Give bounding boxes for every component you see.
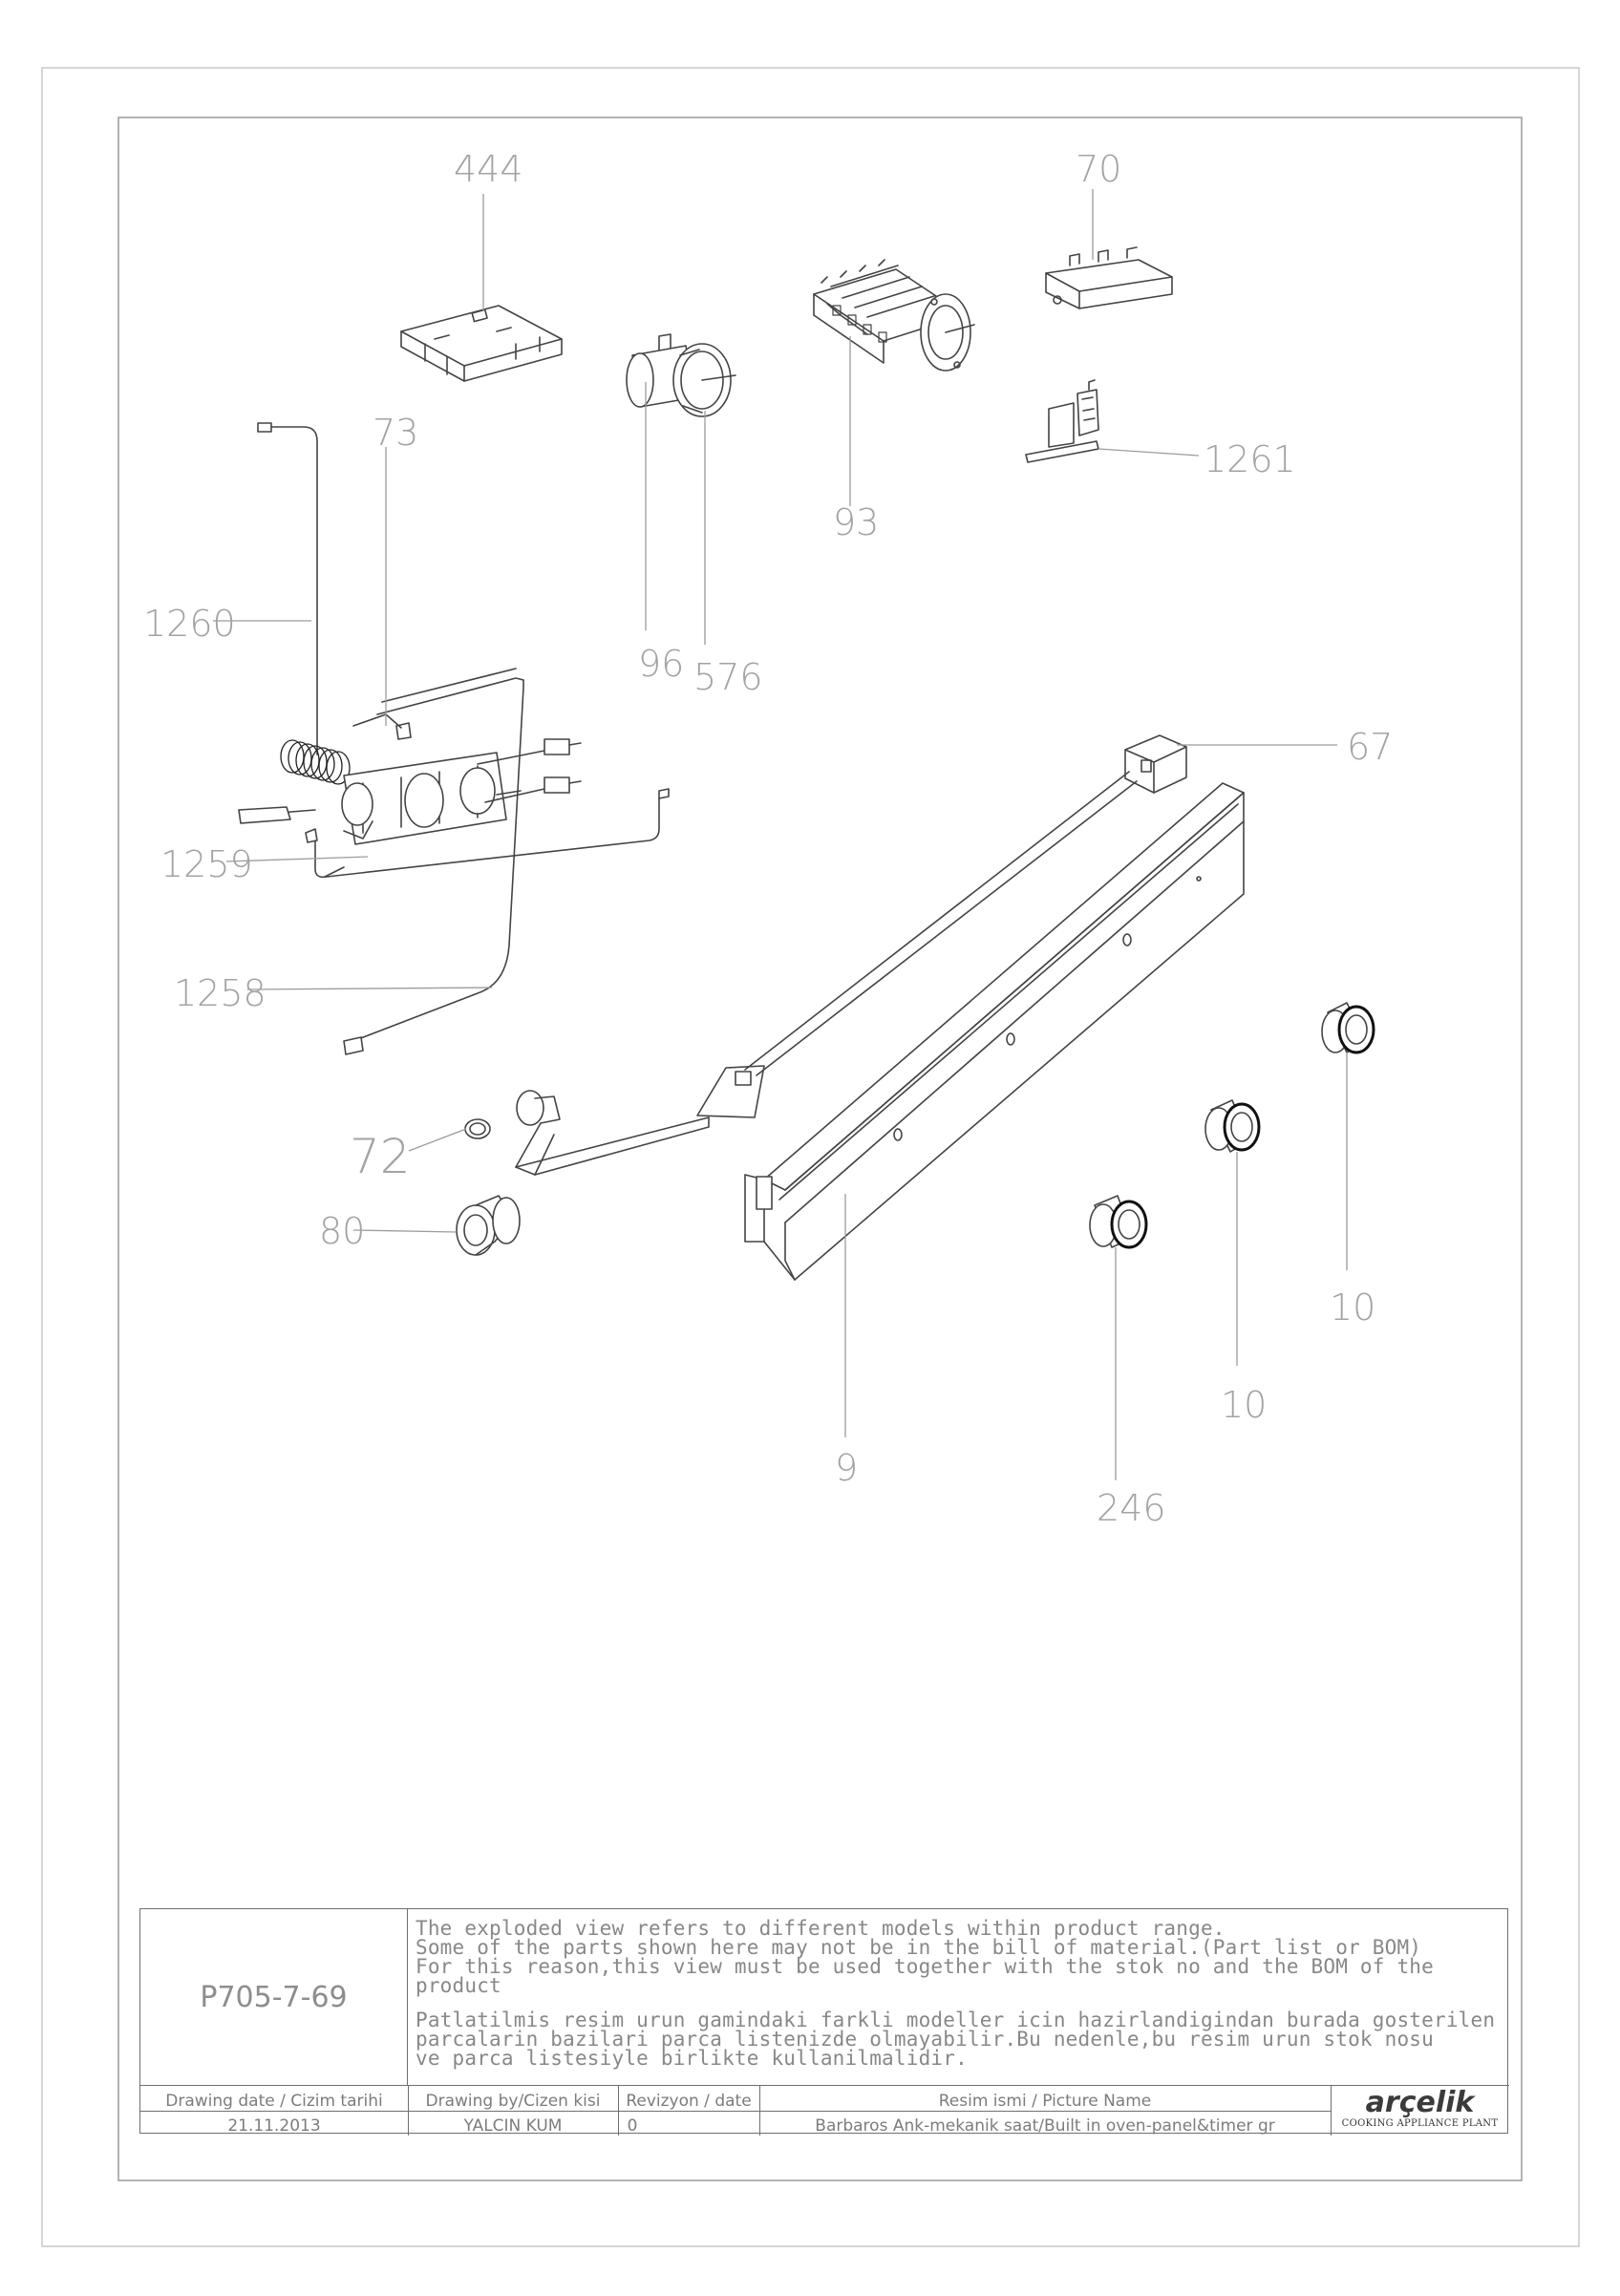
note-en-line-3: For this reason,this view must be used t…: [416, 1955, 1434, 1997]
row-divider: [140, 2111, 1331, 2112]
callout-246: 246: [1097, 1487, 1166, 1529]
col-divider: [408, 2086, 409, 2136]
picture-name: Barbaros Ank-mekanik saat/Built in oven-…: [815, 2116, 1275, 2136]
part-72-seal-ring: [464, 1118, 491, 1139]
part-67-clip: [1124, 734, 1187, 794]
part-96-576-mechanical-timer: [626, 333, 736, 417]
revision-label: Revizyon / date: [626, 2092, 752, 2111]
callout-72: 72: [350, 1129, 411, 1184]
col-divider: [759, 2086, 760, 2136]
callout-10-a: 10: [1330, 1286, 1375, 1329]
note-en-line-2: Some of the parts shown here may not be …: [416, 1936, 1422, 1959]
title-block: P705-7-69 The exploded view refers to di…: [139, 1908, 1509, 2136]
brand-wordmark: arçelik: [1365, 2086, 1475, 2119]
part-1259-gas-tube: [314, 788, 670, 879]
callout-10-b: 10: [1221, 1384, 1267, 1426]
callout-80: 80: [319, 1210, 365, 1252]
revision: 0: [627, 2116, 638, 2136]
note-tr-line-1: Patlatilmis resim urun gamindaki farkli …: [416, 2009, 1496, 2031]
callout-73: 73: [373, 412, 418, 454]
gas-valve-thermostat-assembly: [238, 713, 582, 845]
callout-93: 93: [833, 501, 879, 543]
outer-border: [41, 67, 1580, 2247]
picture-name-label: Resim ismi / Picture Name: [938, 2092, 1152, 2111]
note-tr-line-2: parcalarin bazilari parca listenizde olm…: [416, 2028, 1434, 2051]
part-444-bracket: [400, 305, 563, 382]
callout-576: 576: [693, 656, 763, 698]
disclaimer-notes: The exploded view refers to different mo…: [408, 1909, 1509, 2085]
callout-1261: 1261: [1204, 438, 1296, 480]
col-divider: [1331, 2086, 1332, 2136]
inner-border: [117, 117, 1523, 2181]
callout-70: 70: [1076, 148, 1121, 190]
brand-logo: arçelik COOKING APPLIANCE PLANT: [1331, 2086, 1509, 2136]
part-1258-gas-tube: [343, 668, 524, 1055]
note-en-line-1: The exploded view refers to different mo…: [416, 1917, 1226, 1940]
part-93-selector-switch: [813, 259, 975, 372]
callout-444: 444: [454, 148, 523, 190]
part-80-fitting: [456, 1195, 521, 1256]
leader-lines: [213, 189, 1348, 1480]
callout-1258: 1258: [174, 972, 266, 1014]
col-divider: [618, 2086, 619, 2136]
linkage-arm: [515, 1065, 765, 1176]
drawn-by: YALCIN KUM: [463, 2116, 563, 2136]
callout-67: 67: [1347, 726, 1393, 768]
part-1261-microswitch-bracket: [1025, 379, 1099, 463]
drawn-by-label: Drawing by/Cizen kisi: [425, 2092, 601, 2111]
part-1260-thermocouple: [257, 422, 351, 785]
model-code: P705-7-69: [140, 1909, 408, 2085]
plant-name: COOKING APPLIANCE PLANT: [1341, 2118, 1499, 2129]
part-246-knob: [1089, 1195, 1148, 1249]
callout-1259: 1259: [160, 843, 253, 885]
drawing-date: 21.11.2013: [227, 2116, 321, 2136]
part-9-front-panel: [744, 782, 1245, 1281]
part-70-bracket: [1045, 246, 1173, 309]
title-block-info-row: Drawing date / Cizim tarihi 21.11.2013 D…: [140, 2085, 1509, 2136]
callout-96: 96: [638, 643, 684, 685]
timer-rod: [744, 771, 1138, 1076]
part-10-knob-a: [1321, 1002, 1375, 1054]
note-tr-line-3: ve parca listesiyle birlikte kullanilmal…: [416, 2047, 968, 2070]
part-10-knob-b: [1204, 1099, 1261, 1153]
callout-9: 9: [835, 1447, 858, 1489]
callout-1260: 1260: [143, 603, 236, 645]
drawing-date-label: Drawing date / Cizim tarihi: [165, 2092, 383, 2111]
